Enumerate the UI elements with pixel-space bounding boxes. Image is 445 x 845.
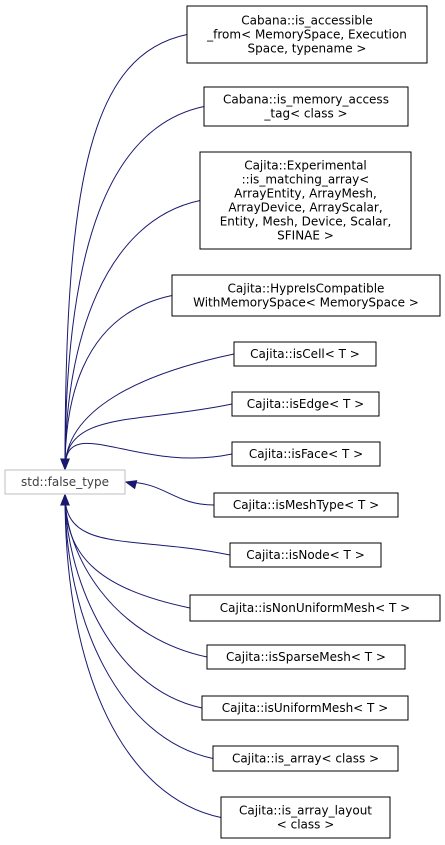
derived-class-label-line: _tag< class > bbox=[263, 107, 347, 121]
derived-class-label-line: ArrayDevice, ArrayScalar, bbox=[228, 201, 382, 215]
derived-class-node[interactable]: Cajita::Experimental::is_matching_array<… bbox=[199, 151, 412, 250]
inheritance-arrowhead bbox=[124, 480, 138, 490]
derived-class-label-line: Cajita::isMeshType< T > bbox=[233, 498, 379, 512]
derived-class-label-line: ::is_matching_array< bbox=[242, 173, 370, 187]
derived-class-node[interactable]: Cajita::isMeshType< T > bbox=[213, 492, 399, 518]
derived-class-label-line: Cajita::isUniformMesh< T > bbox=[222, 701, 389, 715]
inheritance-edge bbox=[64, 200, 201, 470]
inheritance-edge bbox=[64, 494, 203, 709]
derived-class-box bbox=[229, 542, 382, 568]
derived-class-node[interactable]: Cajita::isNode< T > bbox=[229, 542, 382, 568]
derived-class-label-line: Cabana::is_memory_access bbox=[223, 93, 389, 107]
derived-class-box bbox=[231, 441, 381, 467]
derived-class-box bbox=[203, 86, 409, 127]
derived-class-label-line: Cajita::isNode< T > bbox=[246, 548, 365, 562]
base-class-box bbox=[4, 469, 126, 495]
derived-class-box bbox=[186, 5, 428, 64]
derived-class-box bbox=[231, 391, 380, 417]
derived-class-node[interactable]: Cajita::isSparseMesh< T > bbox=[206, 644, 406, 670]
inheritance-edge bbox=[64, 295, 173, 470]
inheritance-edge bbox=[64, 34, 188, 470]
derived-class-label-line: Cajita::is_array< class > bbox=[232, 752, 379, 766]
derived-class-label-line: Cajita::isNonUniformMesh< T > bbox=[220, 601, 410, 615]
derived-class-node[interactable]: Cabana::is_memory_access_tag< class > bbox=[203, 86, 409, 127]
inheritance-arrowhead bbox=[60, 458, 70, 471]
derived-class-label-line: Cajita::isFace< T > bbox=[249, 447, 363, 461]
base-class-label: std::false_type bbox=[21, 475, 109, 489]
derived-class-label-line: Cabana::is_accessible bbox=[241, 14, 372, 28]
derived-class-box bbox=[233, 341, 377, 367]
derived-class-label-line: WithMemorySpace< MemorySpace > bbox=[193, 296, 419, 310]
derived-class-label-line: ArrayEntity, ArrayMesh, bbox=[234, 187, 377, 201]
derived-class-box bbox=[201, 695, 409, 721]
derived-class-label-line: SFINAE > bbox=[277, 229, 334, 243]
derived-class-box bbox=[199, 151, 412, 250]
derived-class-label-line: < class > bbox=[277, 818, 335, 832]
derived-class-box bbox=[212, 745, 399, 772]
inheritance-edge bbox=[64, 353, 235, 470]
inheritance-edge bbox=[64, 494, 208, 658]
derived-class-node[interactable]: Cajita::isFace< T > bbox=[231, 441, 381, 467]
inheritance-edge bbox=[64, 106, 205, 470]
derived-class-box bbox=[213, 492, 399, 518]
derived-class-nodes: Cabana::is_accessible_from< MemorySpace,… bbox=[171, 5, 441, 839]
derived-class-label-line: Cajita::isEdge< T > bbox=[247, 397, 364, 411]
inheritance-edge bbox=[64, 494, 214, 759]
derived-class-label-line: Entity, Mesh, Device, Scalar, bbox=[220, 215, 392, 229]
derived-class-node[interactable]: Cajita::isNonUniformMesh< T > bbox=[189, 594, 441, 622]
derived-class-label-line: Cajita::isSparseMesh< T > bbox=[226, 650, 386, 664]
inheritance-edge bbox=[64, 442, 233, 470]
derived-class-box bbox=[171, 274, 441, 317]
derived-class-node[interactable]: Cajita::isUniformMesh< T > bbox=[201, 695, 409, 721]
derived-class-node[interactable]: Cabana::is_accessible_from< MemorySpace,… bbox=[186, 5, 428, 64]
derived-class-label-line: Cajita::Experimental bbox=[244, 159, 367, 173]
derived-class-label-line: _from< MemorySpace, Execution bbox=[206, 28, 407, 42]
derived-class-box bbox=[220, 796, 391, 839]
derived-class-box bbox=[189, 594, 441, 622]
derived-class-label-line: Cajita::HypreIsCompatible bbox=[228, 282, 385, 296]
base-class-node[interactable]: std::false_type bbox=[4, 469, 126, 495]
derived-class-node[interactable]: Cajita::HypreIsCompatibleWithMemorySpace… bbox=[171, 274, 441, 317]
derived-class-node[interactable]: Cajita::is_array< class > bbox=[212, 745, 399, 772]
inheritance-edge bbox=[64, 494, 222, 818]
derived-class-box bbox=[206, 644, 406, 670]
derived-class-node[interactable]: Cajita::isCell< T > bbox=[233, 341, 377, 367]
inheritance-arrowhead bbox=[60, 493, 70, 506]
derived-class-label-line: Space, typename > bbox=[248, 42, 367, 56]
derived-class-label-line: Cajita::isCell< T > bbox=[250, 347, 360, 361]
derived-class-node[interactable]: Cajita::is_array_layout< class > bbox=[220, 796, 391, 839]
inheritance-edges bbox=[60, 34, 235, 818]
inheritance-edge bbox=[125, 481, 215, 506]
inheritance-edge bbox=[64, 403, 233, 470]
inheritance-edge bbox=[64, 494, 231, 556]
derived-class-node[interactable]: Cajita::isEdge< T > bbox=[231, 391, 380, 417]
derived-class-label-line: Cajita::is_array_layout bbox=[239, 804, 372, 818]
